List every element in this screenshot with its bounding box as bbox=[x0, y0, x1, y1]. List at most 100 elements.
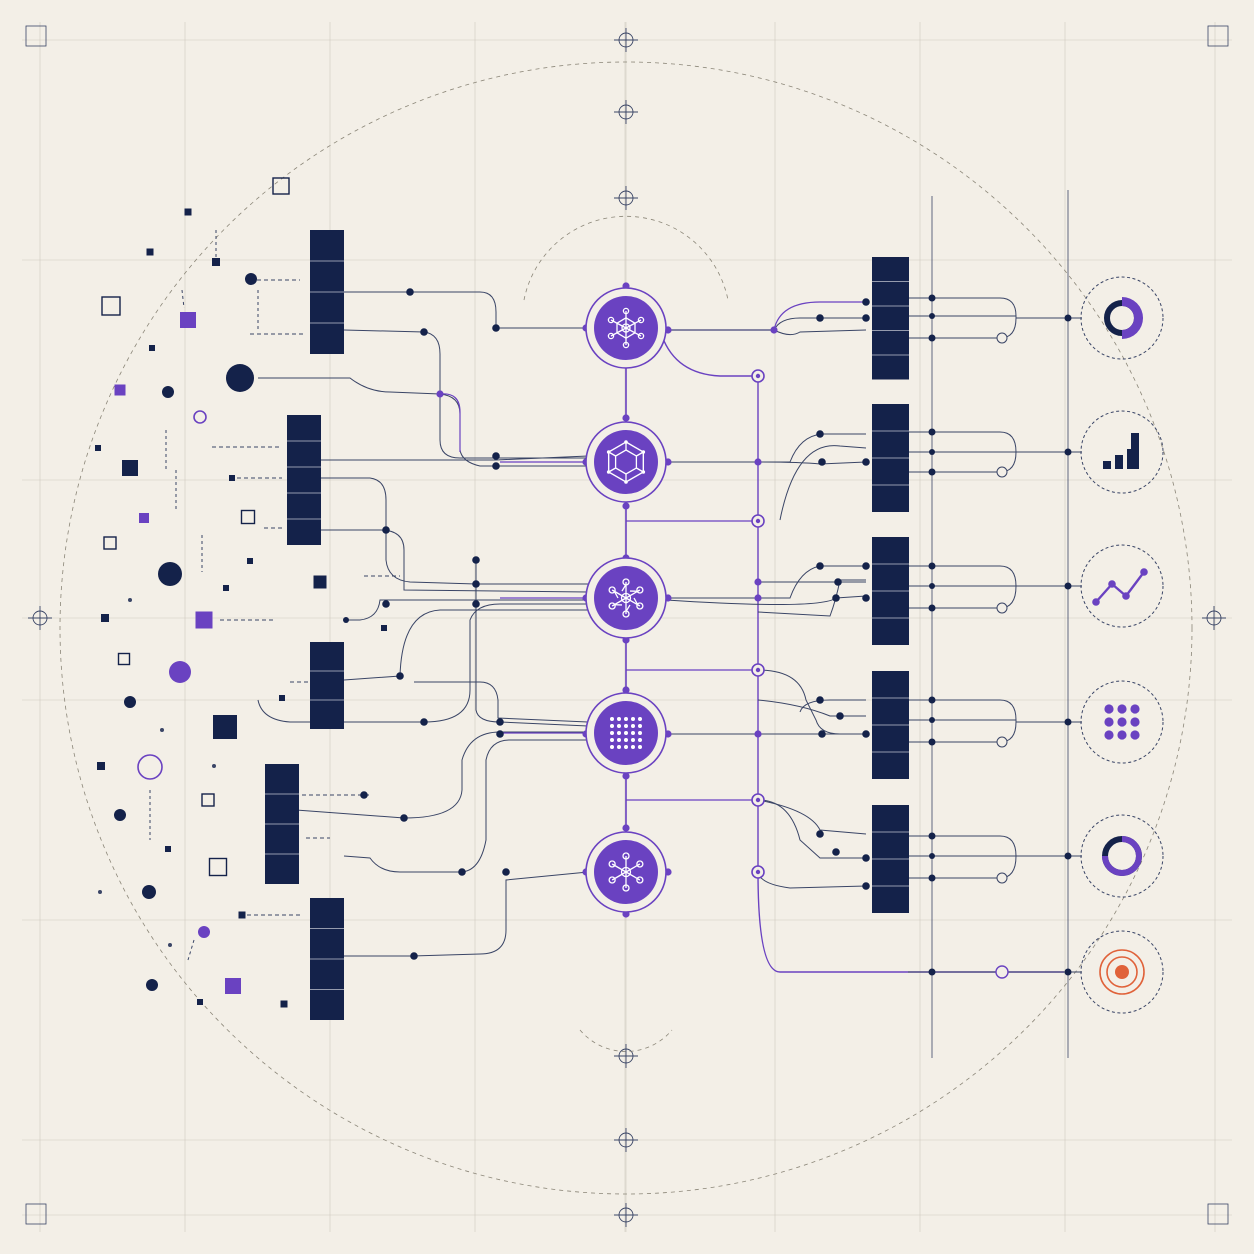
wire bbox=[344, 291, 588, 329]
icon-node bbox=[624, 731, 628, 735]
input-stack-5 bbox=[310, 898, 344, 1020]
wire bbox=[773, 329, 867, 336]
icon-node bbox=[610, 745, 614, 749]
junction-dot bbox=[622, 502, 630, 510]
icon-node bbox=[641, 470, 646, 474]
scatter-square-outline bbox=[240, 509, 256, 525]
wire bbox=[320, 529, 589, 593]
wire bbox=[257, 603, 588, 723]
icon-node bbox=[622, 578, 630, 586]
icon-stroke bbox=[625, 332, 636, 339]
scatter-square bbox=[229, 475, 235, 481]
cube-icon bbox=[606, 440, 646, 484]
junction-dot bbox=[862, 854, 870, 862]
junction-dot bbox=[502, 868, 510, 876]
icon-node bbox=[638, 745, 642, 749]
junction-dot bbox=[622, 414, 630, 422]
bar-mark bbox=[1131, 433, 1139, 469]
icon-node bbox=[606, 470, 611, 474]
icon-node bbox=[636, 602, 644, 610]
icon-node bbox=[606, 450, 611, 454]
icon-node bbox=[622, 610, 630, 618]
icon-node bbox=[608, 586, 616, 594]
stack-block bbox=[287, 415, 321, 545]
corner-mark bbox=[1207, 25, 1229, 47]
dot-matrix-icon bbox=[1104, 704, 1140, 740]
output-stack-4 bbox=[872, 671, 909, 779]
wire bbox=[799, 699, 866, 713]
junction-ring bbox=[996, 736, 1008, 748]
icon-node bbox=[622, 341, 630, 349]
icon-stroke bbox=[614, 591, 619, 599]
junction-dot bbox=[862, 882, 870, 890]
junction-dot bbox=[754, 594, 762, 602]
wire bbox=[187, 939, 195, 961]
input-stack-4 bbox=[265, 764, 299, 884]
junction-dot bbox=[928, 968, 936, 976]
scatter-square bbox=[195, 611, 213, 629]
matrix-dot bbox=[1117, 704, 1127, 714]
target-icon bbox=[1099, 949, 1145, 995]
junction-dot bbox=[929, 717, 935, 723]
scatter-square bbox=[197, 999, 203, 1005]
output-stack-1 bbox=[872, 257, 909, 380]
icon-node bbox=[636, 860, 644, 868]
wire bbox=[475, 560, 589, 727]
scatter-square-outline bbox=[201, 793, 215, 807]
scatter-circle-outline bbox=[137, 754, 163, 780]
icon-stroke bbox=[625, 604, 631, 612]
junction-dot bbox=[928, 294, 936, 302]
icon-node bbox=[610, 731, 614, 735]
scatter-square bbox=[213, 715, 237, 739]
scatter-square bbox=[247, 558, 253, 564]
star-network-icon bbox=[608, 578, 644, 618]
junction-ring bbox=[755, 869, 761, 875]
scatter-circle bbox=[168, 943, 172, 947]
icon-node bbox=[638, 717, 642, 721]
junction-dot bbox=[928, 468, 936, 476]
target-center bbox=[1115, 965, 1129, 979]
scatter-square bbox=[122, 460, 138, 476]
junction-dot bbox=[818, 730, 826, 738]
wire bbox=[343, 739, 588, 873]
wire bbox=[908, 565, 1017, 587]
scatter-square-outline bbox=[103, 536, 117, 550]
scatter-square bbox=[101, 614, 109, 622]
icon-node bbox=[638, 724, 642, 728]
wire bbox=[757, 461, 867, 465]
icon-node bbox=[637, 332, 645, 340]
scatter-circle bbox=[142, 885, 156, 899]
junction-dot bbox=[382, 526, 390, 534]
junction-dot bbox=[492, 324, 500, 332]
output-donut bbox=[1080, 276, 1164, 360]
scatter-square bbox=[114, 384, 126, 396]
icon-node bbox=[621, 323, 631, 333]
icon-node bbox=[622, 884, 630, 892]
scatter-square bbox=[97, 762, 105, 770]
junction-ring bbox=[755, 518, 761, 524]
network-icon bbox=[607, 307, 645, 349]
output-stack-2 bbox=[872, 404, 909, 512]
icon-node bbox=[624, 745, 628, 749]
junction-dot bbox=[754, 578, 762, 586]
stack-block bbox=[310, 642, 344, 729]
corner-mark bbox=[1207, 1203, 1229, 1225]
junction-dot bbox=[458, 868, 466, 876]
junction-ring bbox=[996, 872, 1008, 884]
junction-dot bbox=[862, 594, 870, 602]
junction-dot bbox=[928, 428, 936, 436]
matrix-dot bbox=[1104, 717, 1114, 727]
wire bbox=[908, 699, 1017, 722]
junction-dot bbox=[929, 583, 935, 589]
output-dashed-ring bbox=[1080, 410, 1164, 494]
matrix-dot bbox=[1130, 730, 1140, 740]
junction-dot bbox=[862, 562, 870, 570]
scatter-circle bbox=[128, 598, 132, 602]
bar-mark bbox=[1103, 461, 1111, 469]
scatter-square bbox=[225, 978, 241, 994]
junction-dot bbox=[754, 458, 762, 466]
wire bbox=[908, 431, 1017, 453]
junction-dot bbox=[1064, 314, 1072, 322]
donut-chart-icon bbox=[1104, 297, 1144, 339]
output-target bbox=[1080, 930, 1164, 1014]
